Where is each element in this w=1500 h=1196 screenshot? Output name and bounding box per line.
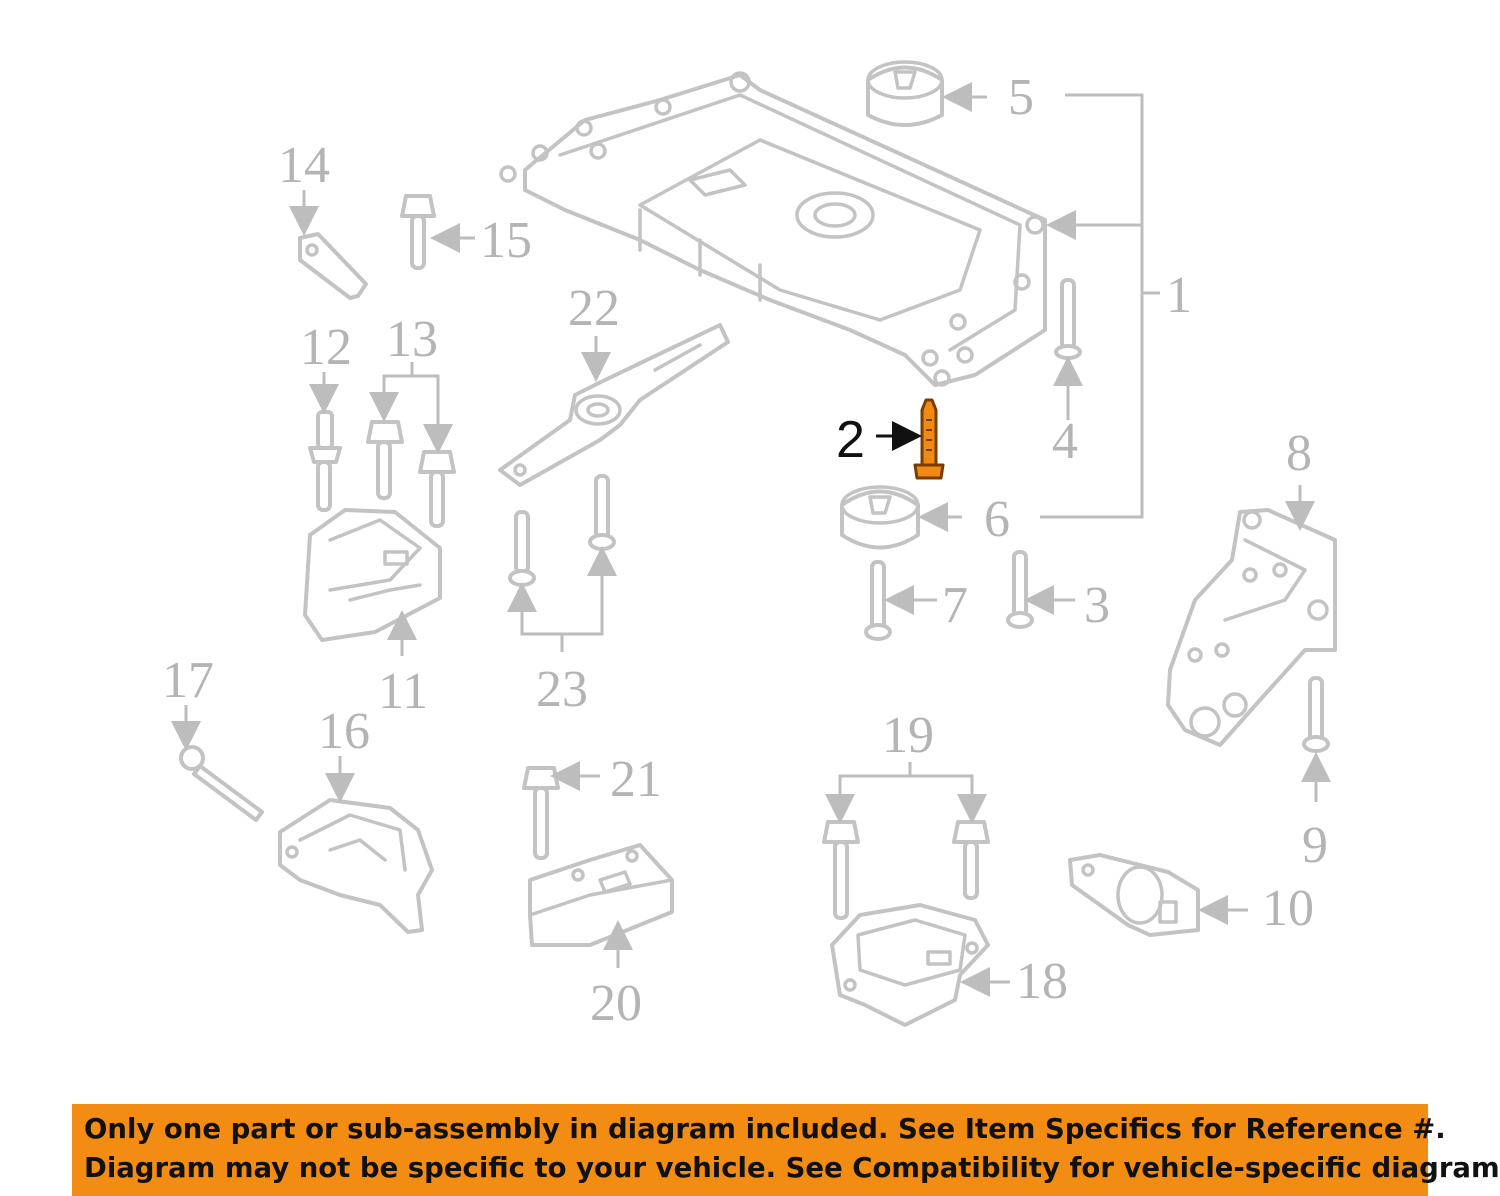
- bolt-part-3: [1006, 550, 1034, 629]
- label-23: 23: [536, 661, 588, 718]
- label-5: 5: [1008, 69, 1034, 126]
- label-20: 20: [590, 975, 642, 1032]
- label-15: 15: [480, 212, 532, 269]
- bolt-part-13a: [366, 420, 404, 500]
- label-10: 10: [1262, 880, 1314, 937]
- disclaimer-banner: Only one part or sub-assembly in diagram…: [72, 1104, 1500, 1196]
- label-7: 7: [942, 577, 968, 634]
- label-6: 6: [984, 491, 1010, 548]
- label-22: 22: [568, 280, 620, 337]
- engine-mount-part-18: [830, 903, 990, 1027]
- label-8: 8: [1286, 425, 1312, 482]
- engine-mount-part-20: [528, 843, 674, 947]
- label-17: 17: [162, 652, 214, 709]
- bolt-part-12: [308, 410, 342, 512]
- label-18: 18: [1016, 953, 1068, 1010]
- label-1: 1: [1166, 267, 1192, 324]
- bolt-part-4: [1054, 278, 1082, 360]
- bolt-part-13b: [418, 450, 456, 528]
- callout-labels: 1 2 3 4 5 6 7 8 9 10 11 12 13 14 15 16 1…: [162, 69, 1328, 1032]
- label-4: 4: [1052, 413, 1078, 470]
- label-9: 9: [1302, 817, 1328, 874]
- label-21: 21: [610, 751, 662, 808]
- label-14: 14: [278, 137, 330, 194]
- bolt-part-9: [1302, 676, 1330, 753]
- bracket-part-14: [298, 232, 368, 300]
- engine-mount-part-16: [278, 798, 434, 934]
- subframe-part-1: [499, 71, 1047, 387]
- disclaimer-line-2: Diagram may not be specific to your vehi…: [84, 1152, 1500, 1184]
- label-3: 3: [1084, 577, 1110, 634]
- bolt-part-7: [864, 560, 892, 641]
- bolt-part-19b: [952, 820, 990, 900]
- disclaimer-line-1: Only one part or sub-assembly in diagram…: [84, 1113, 1446, 1145]
- label-19: 19: [882, 707, 934, 764]
- bolt-part-17: [179, 745, 264, 822]
- label-13: 13: [386, 311, 438, 368]
- bracket-part-8: [1166, 508, 1337, 747]
- bushing-part-6: [840, 485, 920, 550]
- torque-arm-part-22: [498, 323, 730, 487]
- bolt-part-23b: [588, 474, 616, 551]
- bushing-part-10: [1068, 853, 1200, 937]
- highlighted-bolt-part-2: [913, 398, 945, 480]
- bolt-part-15: [400, 194, 436, 270]
- label-12: 12: [300, 319, 352, 376]
- parts-diagram: 1 2 3 4 5 6 7 8 9 10 11 12 13 14 15 16 1…: [162, 60, 1337, 1032]
- bolt-part-21: [522, 766, 560, 860]
- bolt-part-19a: [822, 820, 860, 920]
- bolt-part-23a: [508, 510, 536, 587]
- bushing-part-5: [866, 60, 944, 127]
- engine-mount-part-11: [303, 508, 442, 642]
- label-11: 11: [378, 663, 428, 720]
- label-16: 16: [318, 703, 370, 760]
- label-2: 2: [836, 411, 865, 469]
- leader-lines: [171, 82, 1331, 997]
